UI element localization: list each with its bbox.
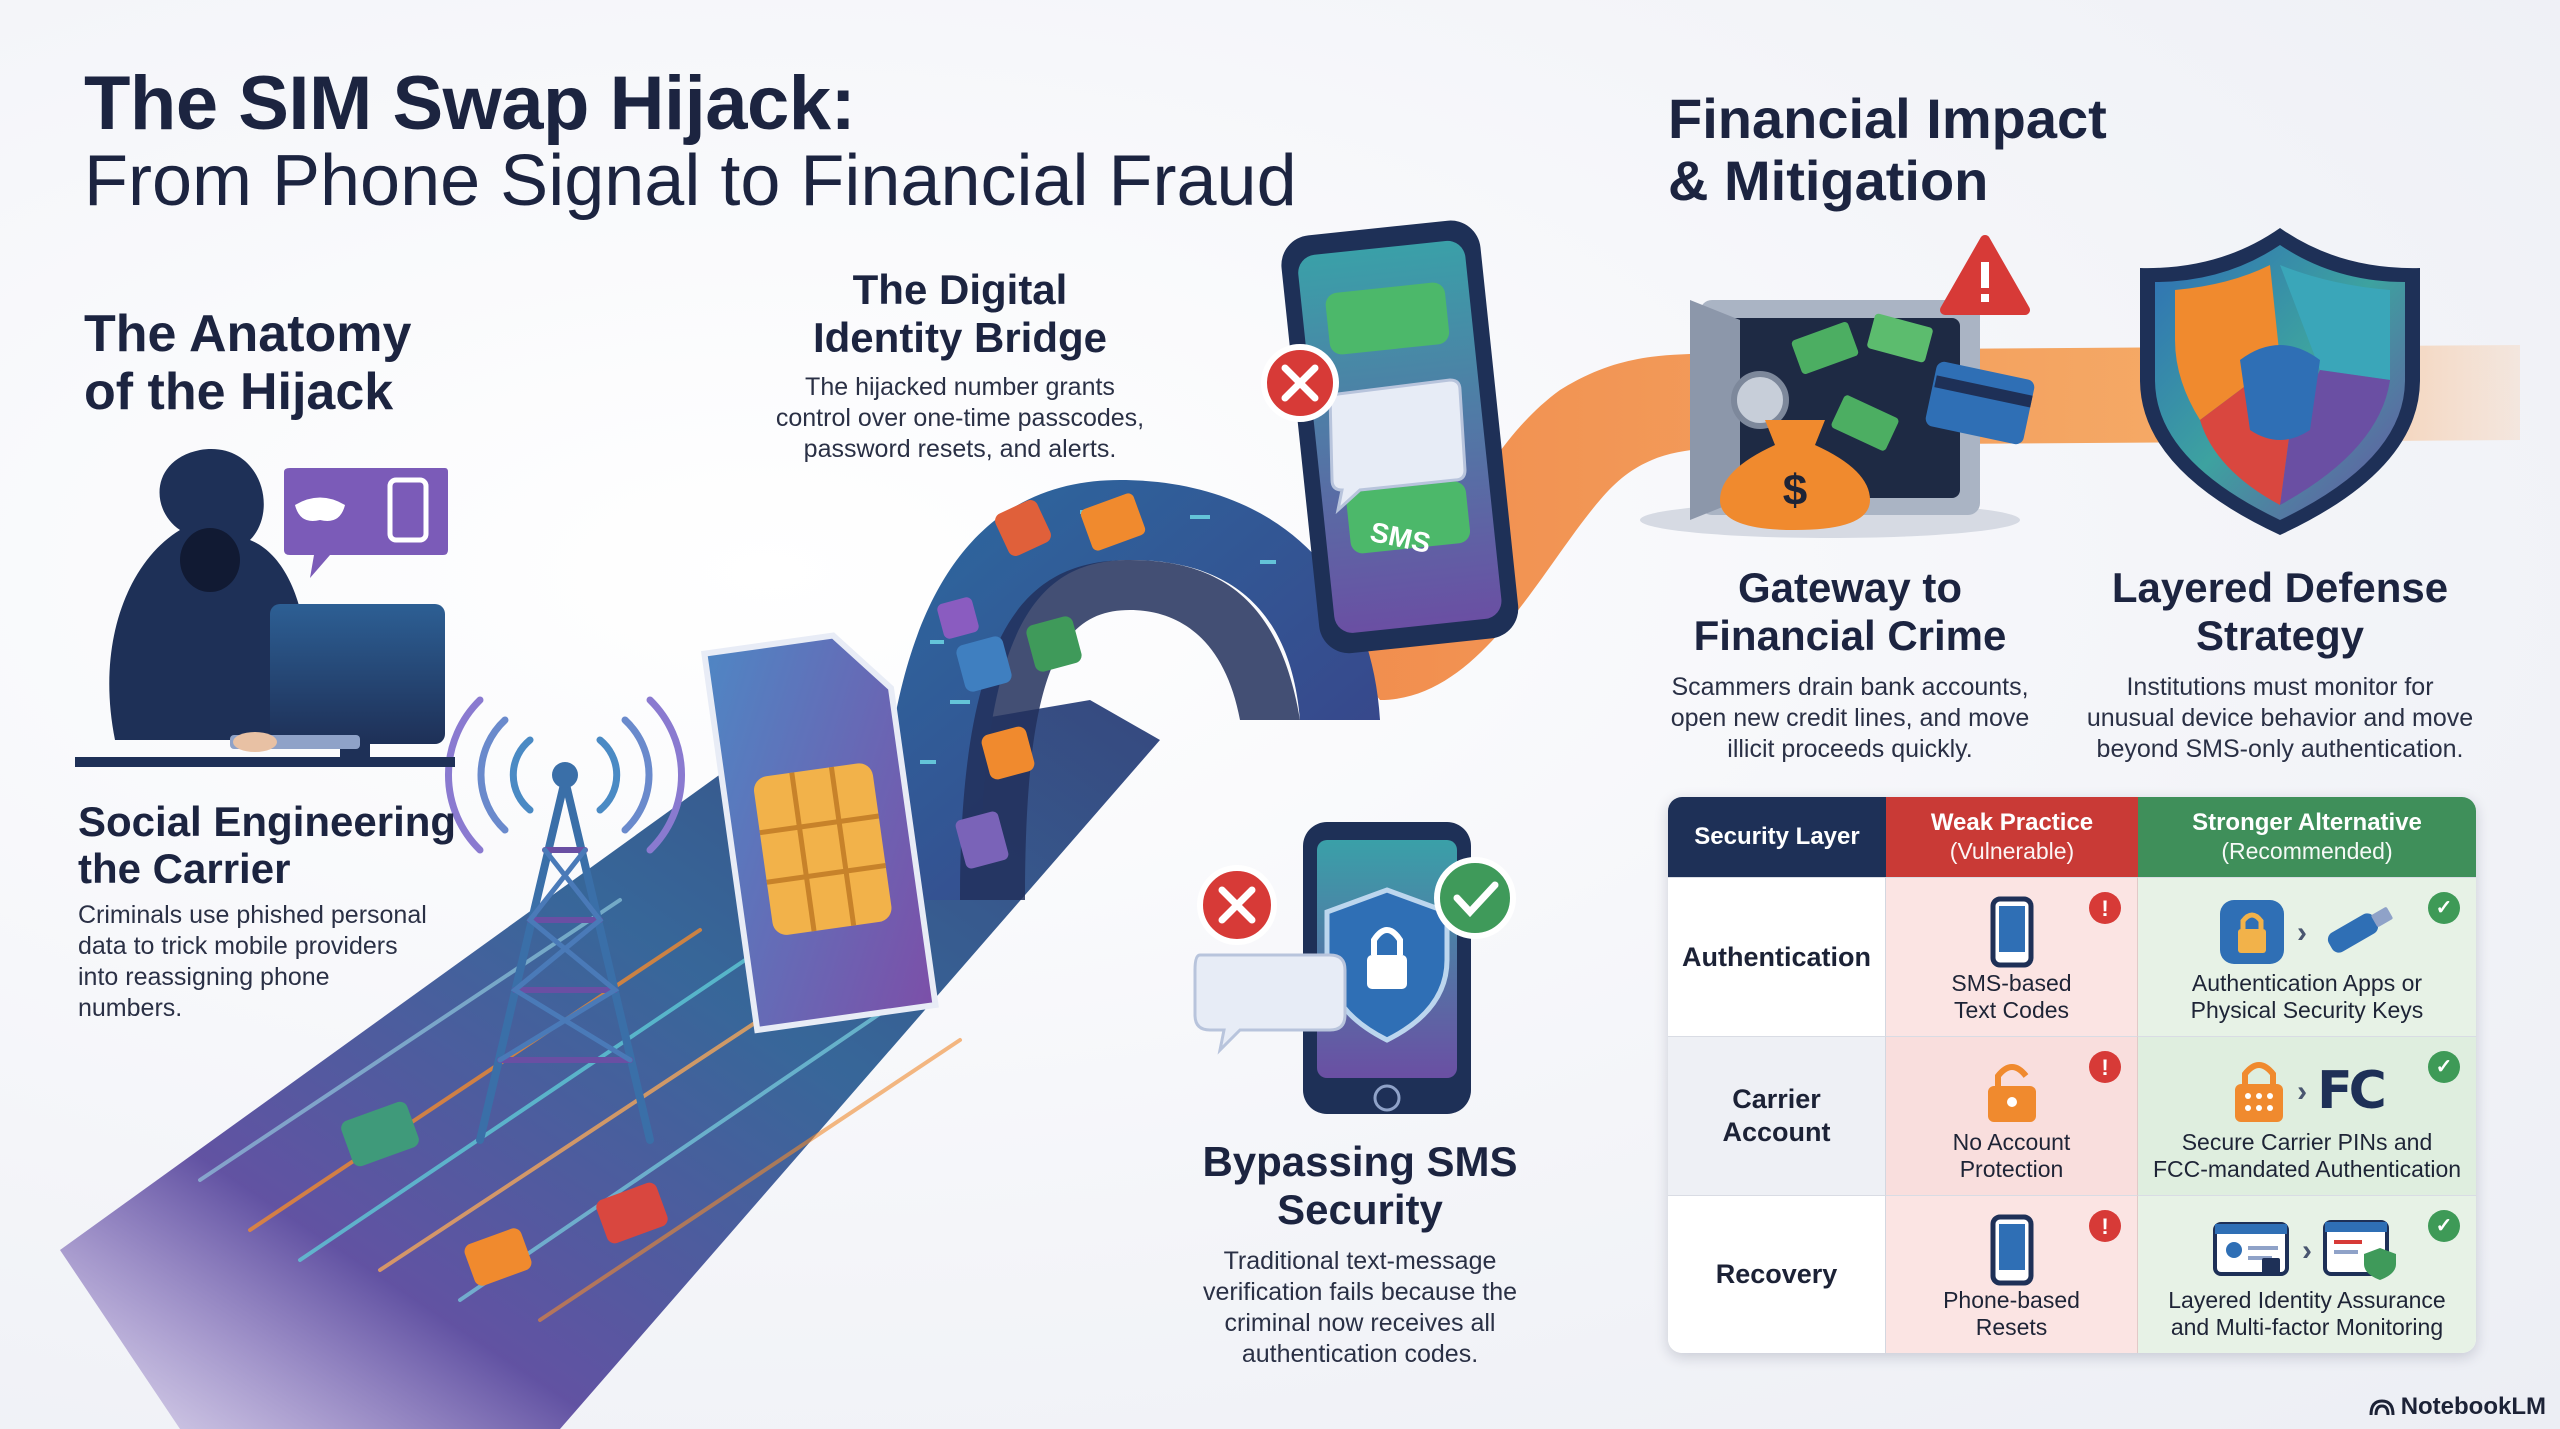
impact-heading: Financial Impact & Mitigation: [1668, 87, 2107, 212]
security-comparison-table: Security Layer Weak Practice (Vulnerable…: [1668, 797, 2476, 1353]
check-badge-icon: ✓: [2428, 1210, 2460, 1242]
error-x-icon: [1261, 344, 1339, 422]
anatomy-heading: The Anatomy of the Hijack: [84, 305, 412, 421]
strong-cell-authentication: › ✓ Authentication Apps or Physical Secu…: [2138, 877, 2476, 1036]
row-label-authentication: Authentication: [1668, 877, 1886, 1036]
bridge-heading: The Digital Identity Bridge: [812, 266, 1108, 361]
social-engineering-block: Social Engineering the Carrier Criminals…: [78, 798, 498, 1024]
pin-padlock-icon: [2235, 1062, 2284, 1122]
bypass-heading: Bypassing SMS Security: [1202, 1138, 1518, 1233]
check-badge-icon: ✓: [2428, 1051, 2460, 1083]
gateway-body: Scammers drain bank accounts, open new c…: [1670, 673, 2030, 763]
security-key-icon: [2327, 907, 2393, 953]
bypass-body: Traditional text-message verification fa…: [1202, 1247, 1518, 1368]
svg-text:$: $: [1783, 466, 1807, 515]
header-stronger-alternative: Stronger Alternative (Recommended): [2138, 797, 2476, 877]
warning-badge-icon: !: [2089, 1051, 2121, 1083]
page-subtitle: From Phone Signal to Financial Fraud: [84, 141, 1297, 221]
social-body: Criminals use phished personal data to t…: [78, 901, 427, 1022]
authenticator-lock-icon: [2220, 900, 2284, 964]
cell-tower-icon: [444, 696, 686, 1144]
warning-badge-icon: !: [2089, 1210, 2121, 1242]
gateway-block: Gateway to Financial Crime Scammers drai…: [1640, 564, 2060, 765]
mask-icon: [295, 497, 345, 521]
chevron-right-icon: ›: [2302, 1233, 2312, 1267]
gateway-heading: Gateway to Financial Crime: [1693, 564, 2007, 659]
warning-icon: [1940, 235, 2030, 315]
fcc-logo: FC: [2317, 1060, 2387, 1121]
weak-cell-authentication: ! SMS-based Text Codes: [1886, 877, 2138, 1036]
warning-badge-icon: !: [2089, 892, 2121, 924]
defense-block: Layered Defense Strategy Institutions mu…: [2060, 564, 2500, 765]
phone-icon: [1886, 1210, 2137, 1290]
defense-heading: Layered Defense Strategy: [2111, 564, 2449, 659]
row-label-carrier-account: Carrier Account: [1668, 1036, 1886, 1195]
defense-body: Institutions must monitor for unusual de…: [2086, 673, 2474, 763]
mask-phone-bubble: [284, 468, 448, 578]
data-bridge-arch: [880, 480, 1380, 900]
phone-icon: [387, 477, 429, 543]
road-icons: [341, 1101, 668, 1286]
bridge-body: The hijacked number grants control over …: [775, 373, 1145, 463]
phone-icon: [1886, 892, 2137, 972]
weak-cell-recovery: ! Phone-based Resets: [1886, 1195, 2138, 1353]
weak-cell-carrier: ! No Account Protection: [1886, 1036, 2138, 1195]
check-icon: [1434, 857, 1516, 939]
error-x-icon-lower: [1197, 865, 1277, 945]
sim-card-icon: [700, 632, 939, 1034]
header-security-layer: Security Layer: [1668, 797, 1886, 877]
bridge-block: The Digital Identity Bridge The hijacked…: [730, 266, 1190, 465]
hacker-figure: [75, 449, 455, 767]
chevron-right-icon: ›: [2297, 1074, 2308, 1108]
check-badge-icon: ✓: [2428, 892, 2460, 924]
bypass-block: Bypassing SMS Security Traditional text-…: [1160, 1138, 1560, 1370]
social-heading: Social Engineering the Carrier: [78, 798, 457, 892]
page-title: The SIM Swap Hijack:: [84, 61, 856, 146]
shield-icon: [2140, 228, 2420, 535]
notebooklm-logo: NotebookLM: [2369, 1393, 2546, 1421]
monitoring-shield-icon: [2323, 1220, 2396, 1280]
chevron-right-icon: ›: [2297, 915, 2307, 949]
strong-cell-carrier: › FC ✓ Secure Carrier PINs and FCC-manda…: [2138, 1036, 2476, 1195]
row-label-recovery: Recovery: [1668, 1195, 1886, 1353]
id-card-icon: [2213, 1222, 2289, 1276]
header-weak-practice: Weak Practice (Vulnerable): [1886, 797, 2138, 877]
open-padlock-icon: [1886, 1051, 2137, 1131]
money-bag-icon: $: [1720, 420, 1870, 530]
credit-card-icon: [1925, 361, 2035, 445]
strong-cell-recovery: › ✓ Layered Identity Assurance and Multi…: [2138, 1195, 2476, 1353]
notebooklm-icon: [2369, 1399, 2395, 1416]
